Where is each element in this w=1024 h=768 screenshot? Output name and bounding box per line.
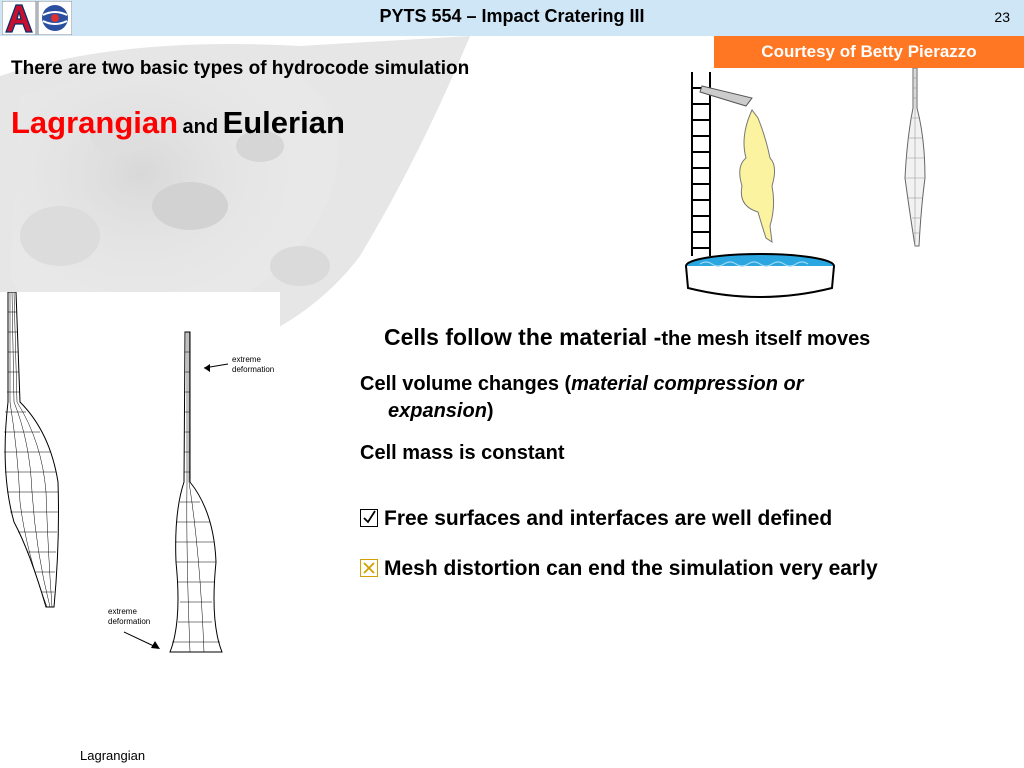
extreme-deformation-label-top: extreme — [232, 355, 261, 364]
extreme-deformation-label-top-2: deformation — [232, 365, 274, 374]
arrow-bottom — [123, 631, 159, 649]
lagrangian-mesh-figure: extreme deformation extreme deformation — [0, 291, 280, 662]
bullet-1-small: the mesh itself moves — [661, 328, 871, 350]
bullet-2-italic-1: material compression or — [571, 373, 804, 395]
and-label: and — [182, 116, 219, 138]
bullet-free-surfaces: Free surfaces and interfaces are well de… — [360, 507, 832, 531]
small-mesh-illustration — [904, 68, 926, 247]
figure-caption: Lagrangian — [80, 748, 146, 763]
bullet-cells-follow-material: Cells follow the material -the mesh itse… — [384, 324, 870, 351]
bullet-2-post: ) — [486, 400, 494, 422]
arrow-bottom-head — [151, 641, 160, 649]
bullet-1-main: Cells follow the material - — [384, 324, 662, 350]
courtesy-banner: Courtesy of Betty Pierazzo — [714, 36, 1024, 68]
bullet-2-continuation: expansion) — [360, 398, 1000, 425]
eulerian-label: Eulerian — [222, 105, 345, 140]
bullet-2-pre: Cell volume changes ( — [360, 373, 572, 395]
bullet-2-italic-2: expansion — [388, 400, 487, 422]
extreme-deformation-label-bottom: extreme — [108, 607, 137, 616]
diving-board — [699, 85, 753, 107]
bullet-cell-volume: Cell volume changes (material compressio… — [360, 371, 1000, 425]
university-logo — [2, 1, 72, 35]
slide-title: PYTS 554 – Impact Cratering III — [379, 6, 645, 26]
lagrangian-label: Lagrangian — [11, 105, 179, 140]
ladder — [691, 72, 711, 256]
lagrangian-mesh-drawing: extreme deformation extreme deformation — [4, 291, 274, 653]
extreme-deformation-label-bottom-2: deformation — [108, 617, 150, 626]
rock-texture-background — [0, 36, 470, 376]
diver — [739, 109, 776, 244]
bullet-cell-mass: Cell mass is constant — [360, 442, 565, 464]
intro-text: There are two basic types of hydrocode s… — [11, 58, 470, 79]
bullet-mesh-distortion: Mesh distortion can end the simulation v… — [360, 557, 878, 581]
checkbox-checked-icon — [360, 509, 378, 527]
header-bar: PYTS 554 – Impact Cratering III 23 — [0, 0, 1024, 36]
simulation-types-line: Lagrangian and Eulerian — [11, 105, 345, 141]
checkbox-crossed-icon — [360, 559, 378, 577]
page-number: 23 — [994, 9, 1010, 25]
diver-pool-illustration — [685, 72, 835, 298]
bullet-4-text: Free surfaces and interfaces are well de… — [384, 507, 833, 530]
bullet-5-text: Mesh distortion can end the simulation v… — [384, 557, 878, 580]
arrow-top-head — [204, 364, 210, 372]
